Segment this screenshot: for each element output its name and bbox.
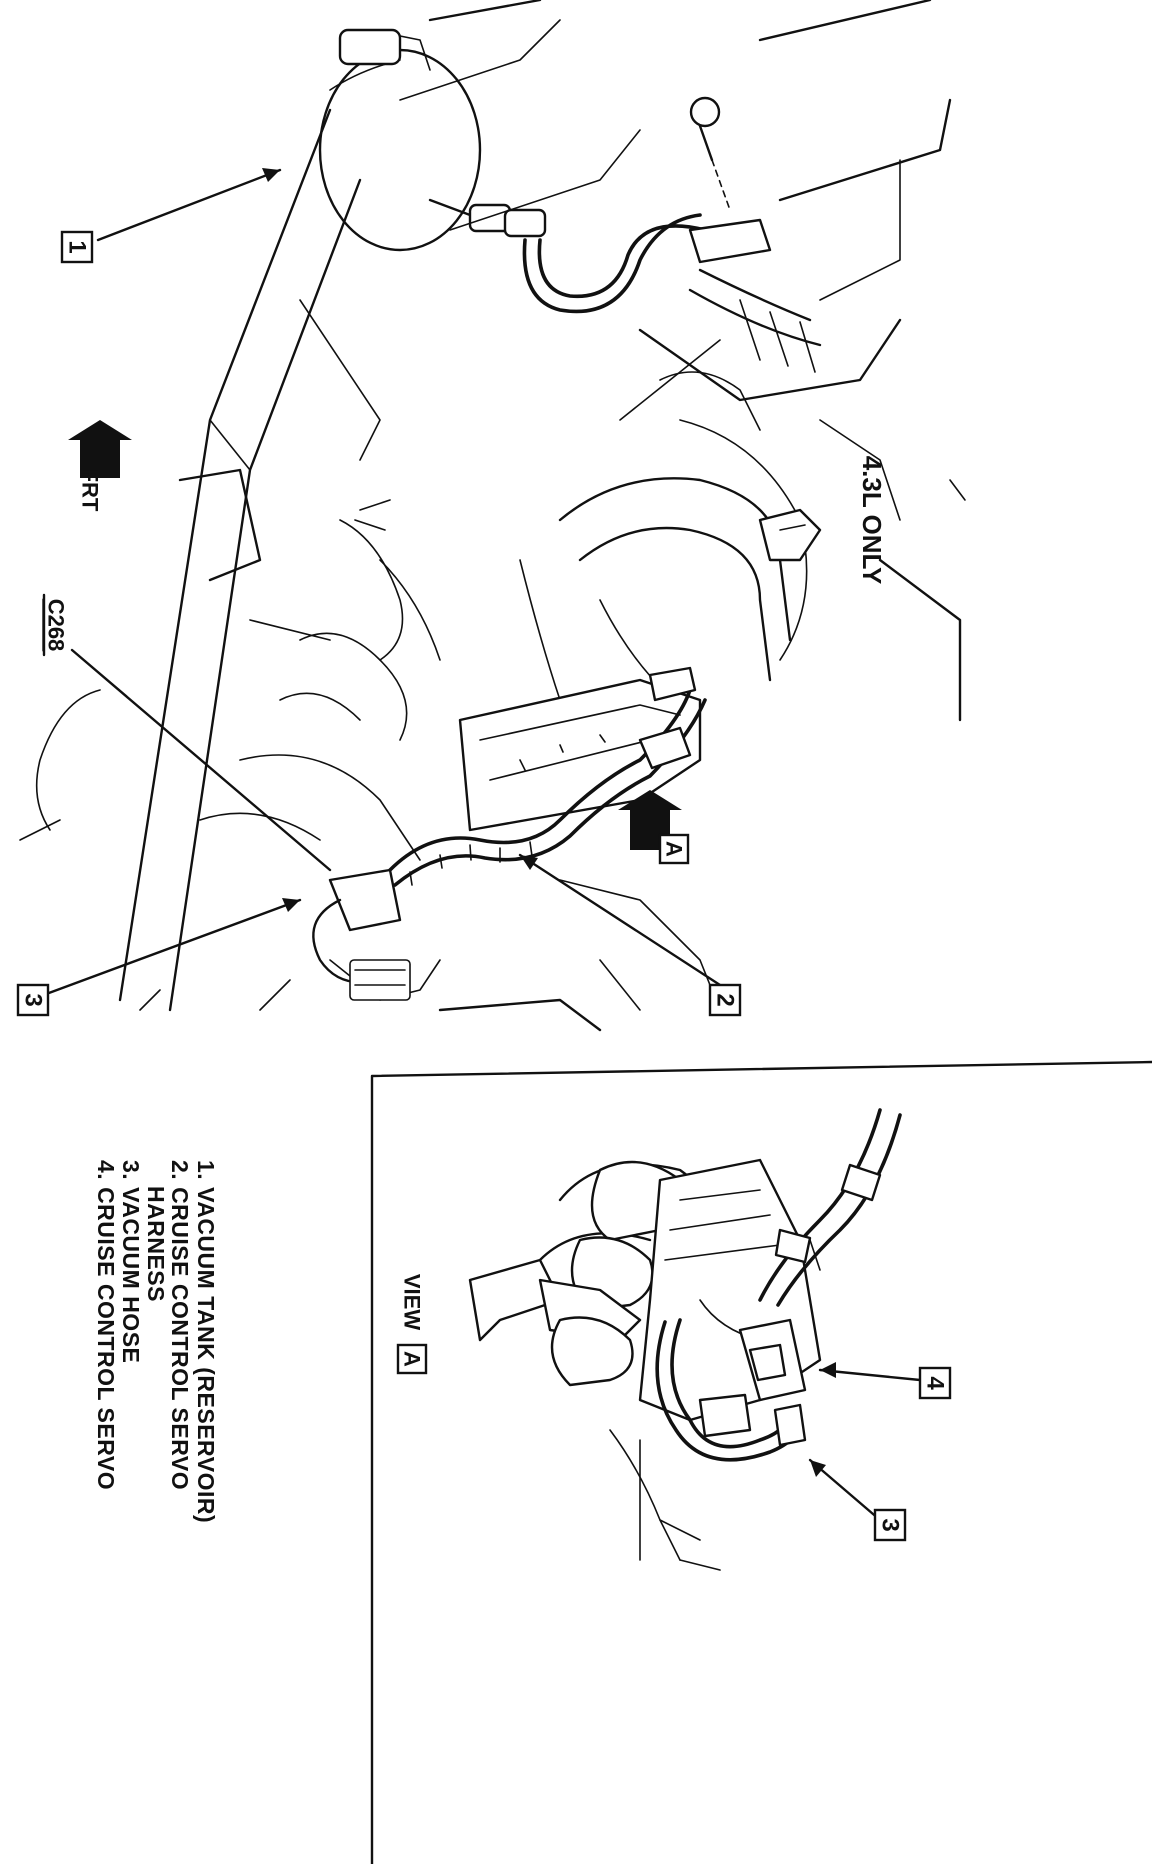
callout-3-main: 3	[16, 983, 50, 1017]
callout-4: 4	[918, 1366, 952, 1400]
callout-number: 2	[712, 993, 739, 1006]
callout-number: 1	[64, 240, 91, 253]
callout-3-inset: 3	[873, 1508, 907, 1542]
view-label-text: VIEW	[400, 1274, 425, 1330]
lower-components	[139, 868, 721, 1032]
front-marker-text: FRT	[78, 469, 103, 512]
frame-rail	[118, 0, 641, 1012]
servo-harness-drawing	[388, 666, 707, 887]
view-a-title: VIEW A	[396, 1274, 428, 1375]
bolt-and-bracket	[688, 96, 822, 373]
callout-1: 1	[60, 230, 94, 264]
legend-item-2-cont: HARNESS	[143, 1186, 169, 1302]
engine-detail	[19, 499, 441, 861]
connector-label-text: C268	[44, 599, 69, 652]
view-a-marker: A	[658, 833, 690, 865]
view-marker-text: A	[400, 1351, 425, 1367]
firewall-lines	[638, 0, 966, 722]
callout-number: 4	[922, 1376, 949, 1390]
clip-drawing	[758, 508, 822, 562]
front-arrow	[68, 420, 132, 478]
leader-lines	[28, 168, 722, 1002]
engine-note: 4.3L ONLY	[857, 456, 887, 585]
inset-leader-lines	[808, 1362, 922, 1522]
callout-2: 2	[708, 983, 742, 1017]
view-a-inset: VIEW A	[370, 1060, 1152, 1866]
intake-body	[519, 339, 792, 721]
inset-servo-drawing	[468, 1108, 902, 1571]
legend-item-4: 4. CRUISE CONTROL SERVO	[93, 1160, 119, 1490]
legend-item-1: 1. VACUUM TANK (RESERVOIR)	[193, 1160, 219, 1523]
view-marker-text: A	[662, 841, 687, 857]
front-label: FRT	[78, 469, 103, 512]
callout-number: 3	[877, 1518, 904, 1531]
callout-number: 3	[20, 993, 47, 1006]
engine-note-text: 4.3L ONLY	[857, 456, 887, 585]
legend-item-3: 3. VACUUM HOSE	[118, 1160, 144, 1363]
connector-label: C268	[42, 593, 69, 657]
legend-item-2: 2. CRUISE CONTROL SERVO	[167, 1160, 193, 1490]
legend: 1. VACUUM TANK (RESERVOIR) 2. CRUISE CON…	[93, 1160, 219, 1523]
vacuum-tank-drawing	[318, 28, 707, 314]
main-illustration	[19, 0, 966, 1032]
